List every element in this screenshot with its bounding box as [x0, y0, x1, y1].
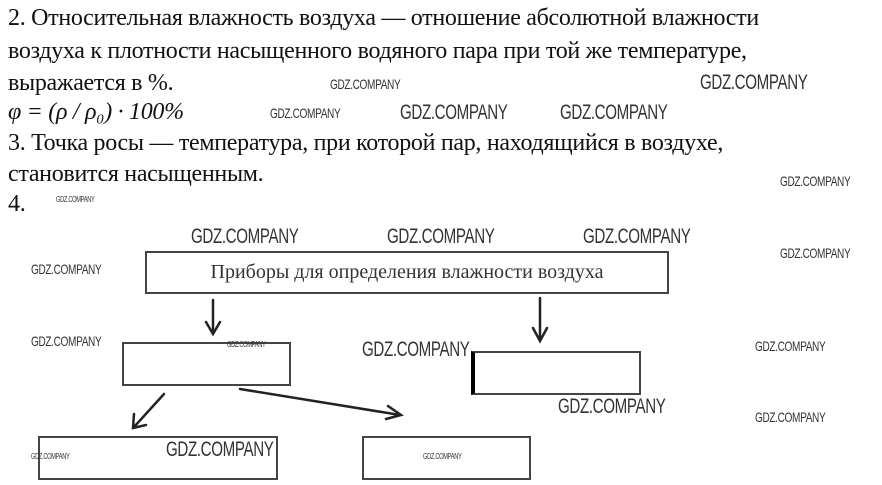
- empty-box-bottom-left: [38, 436, 278, 480]
- text-line: выражается в %.: [8, 70, 174, 96]
- watermark: GDZ.COMPANY: [31, 261, 102, 277]
- watermark: GDZ.COMPANY: [780, 173, 851, 189]
- watermark: GDZ.COMPANY: [755, 409, 826, 425]
- watermark: GDZ.COMPANY: [400, 101, 508, 124]
- watermark: GDZ.COMPANY: [191, 225, 299, 248]
- watermark: GDZ.COMPANY: [330, 76, 401, 92]
- watermark: GDZ.COMPANY: [700, 71, 808, 94]
- text-line: 3. Точка росы — температура, при которой…: [8, 130, 724, 156]
- empty-box-right: [471, 351, 641, 395]
- text-line: воздуха к плотности насыщенного водяного…: [8, 38, 747, 64]
- diagram-title: Приборы для определения влажности воздух…: [210, 261, 604, 283]
- watermark: GDZ.COMPANY: [558, 395, 666, 418]
- arrow-down-right: [531, 296, 549, 344]
- watermark: GDZ.COMPANY: [755, 338, 826, 354]
- watermark: GDZ.COMPANY: [387, 225, 495, 248]
- diagram-title-box: Приборы для определения влажности воздух…: [145, 251, 669, 294]
- arrow-diagonal-left: [131, 392, 166, 430]
- watermark: GDZ.COMPANY: [423, 452, 462, 461]
- arrow-down-left: [204, 298, 222, 337]
- empty-box-bottom-middle: [362, 436, 531, 480]
- watermark: GDZ.COMPANY: [583, 225, 691, 248]
- watermark: GDZ.COMPANY: [31, 333, 102, 349]
- watermark: GDZ.COMPANY: [166, 438, 274, 461]
- watermark: GDZ.COMPANY: [270, 105, 341, 121]
- text-line: становится насыщенным.: [8, 161, 264, 187]
- watermark: GDZ.COMPANY: [56, 195, 95, 204]
- item-number: 4.: [8, 191, 26, 217]
- watermark: GDZ.COMPANY: [227, 340, 266, 349]
- empty-box-left: [122, 342, 291, 386]
- arrow-diagonal-right: [238, 387, 404, 421]
- text-line: 2. Относительная влажность воздуха — отн…: [8, 5, 759, 31]
- watermark: GDZ.COMPANY: [31, 452, 70, 461]
- watermark: GDZ.COMPANY: [560, 101, 668, 124]
- watermark: GDZ.COMPANY: [362, 338, 470, 361]
- formula: φ = (ρ / ρ₀) · 100%: [8, 99, 184, 125]
- watermark: GDZ.COMPANY: [780, 245, 851, 261]
